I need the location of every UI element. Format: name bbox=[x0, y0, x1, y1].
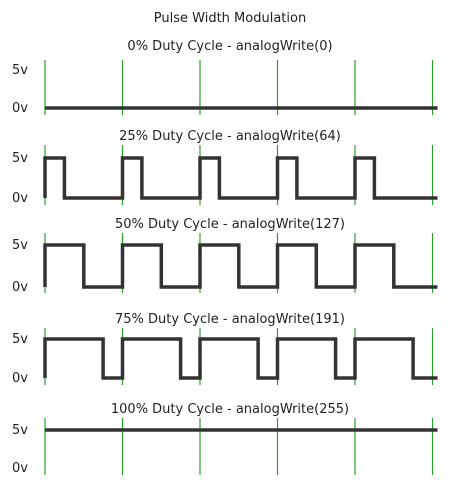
panel-title: 100% Duty Cycle - analogWrite(255) bbox=[111, 402, 349, 417]
pwm-waveform bbox=[43, 337, 438, 380]
high-level-label: 5v bbox=[12, 151, 28, 166]
low-level-label: 0v bbox=[12, 461, 28, 476]
panel-title: 75% Duty Cycle - analogWrite(191) bbox=[115, 312, 345, 327]
panel-title: 25% Duty Cycle - analogWrite(64) bbox=[119, 129, 341, 144]
low-level-label: 0v bbox=[12, 371, 28, 386]
low-level-label: 0v bbox=[12, 191, 28, 206]
pwm-panel: 50% Duty Cycle - analogWrite(127) 5v 0v bbox=[12, 217, 438, 295]
high-level-label: 5v bbox=[12, 238, 28, 253]
pwm-panel: 100% Duty Cycle - analogWrite(255) 5v 0v bbox=[12, 402, 438, 476]
pwm-waveform bbox=[43, 243, 438, 289]
pwm-panel: 25% Duty Cycle - analogWrite(64) 5v 0v bbox=[12, 129, 438, 206]
diagram-title: Pulse Width Modulation bbox=[154, 11, 306, 26]
panel-title: 50% Duty Cycle - analogWrite(127) bbox=[115, 217, 345, 232]
pwm-waveform bbox=[43, 156, 438, 200]
low-level-label: 0v bbox=[12, 101, 28, 116]
high-level-label: 5v bbox=[12, 332, 28, 347]
panel-title: 0% Duty Cycle - analogWrite(0) bbox=[127, 39, 332, 54]
pwm-panel: 75% Duty Cycle - analogWrite(191) 5v 0v bbox=[12, 312, 438, 386]
pwm-panel: 0% Duty Cycle - analogWrite(0) 5v 0v bbox=[12, 39, 438, 116]
high-level-label: 5v bbox=[12, 63, 28, 78]
high-level-label: 5v bbox=[12, 423, 28, 438]
low-level-label: 0v bbox=[12, 280, 28, 295]
